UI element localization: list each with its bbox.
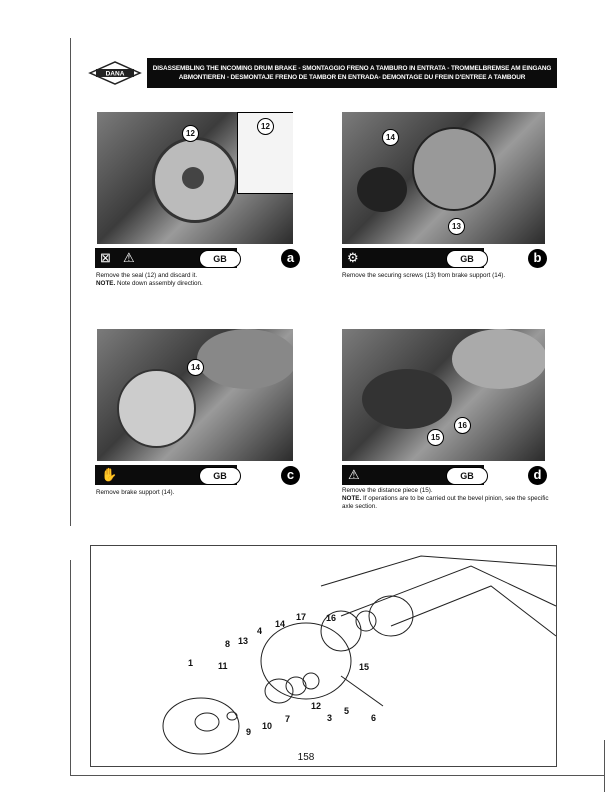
part-label: 4 — [257, 626, 263, 636]
part-label: 6 — [371, 713, 377, 723]
caption-step-d: Remove the distance piece (15). NOTE. If… — [342, 487, 557, 511]
callout-16: 16 — [454, 417, 471, 434]
title-line-2: ABMONTIEREN - DESMONTAJE FRENO DE TAMBOR… — [178, 74, 526, 81]
margin-line-left — [70, 38, 71, 526]
warning-icon: ⚠ — [348, 467, 360, 482]
callout-12: 12 — [182, 125, 199, 142]
note-text: If operations are to be carried out the … — [342, 495, 549, 510]
dana-logo: DANA — [88, 61, 142, 85]
callout-12-inset: 12 — [257, 118, 274, 135]
caption-step-c: Remove brake support (14). — [96, 489, 296, 497]
footer-rule — [70, 775, 605, 776]
note-text: Note down assembly direction. — [117, 280, 203, 287]
part-label: 14 — [275, 619, 286, 629]
warning-icon: ⚠ — [123, 250, 135, 265]
language-badge: GB — [199, 467, 241, 485]
photo-step-a: 12 12 — [97, 112, 293, 244]
part-label: 17 — [296, 612, 307, 622]
language-badge: GB — [199, 250, 241, 268]
hand-tool-icon: ✋ — [101, 467, 118, 482]
photo-step-b: 14 13 — [342, 112, 545, 244]
photo-step-d: 15 16 — [342, 329, 545, 461]
callout-14: 14 — [187, 359, 204, 376]
step-text: Remove the distance piece (15). — [342, 487, 433, 494]
step-letter-c: c — [281, 466, 300, 485]
page-header-title: DISASSEMBLING THE INCOMING DRUM BRAKE - … — [147, 58, 557, 88]
svg-text:DANA: DANA — [106, 71, 125, 78]
margin-line-left-bottom — [70, 560, 71, 775]
part-label: 1 — [188, 658, 194, 668]
part-label: 16 — [326, 613, 337, 623]
step-letter-a: a — [281, 249, 300, 268]
step-text: Remove the seal (12) and discard it. — [96, 272, 198, 279]
caption-bar-b: ⚙ GB — [342, 248, 488, 268]
part-label: 5 — [344, 706, 350, 716]
title-line-1: DISASSEMBLING THE INCOMING DRUM BRAKE - … — [152, 65, 552, 72]
language-badge: GB — [446, 467, 488, 485]
part-label: 9 — [246, 727, 252, 737]
note-label: NOTE. — [96, 280, 116, 287]
no-reuse-icon: ⊠ — [100, 250, 111, 265]
caption-step-b: Remove the securing screws (13) from bra… — [342, 272, 557, 280]
part-label: 13 — [238, 636, 249, 646]
page-number: 158 — [297, 752, 315, 763]
step-letter-d: d — [528, 466, 547, 485]
part-label: 11 — [218, 661, 228, 671]
part-label: 10 — [262, 721, 273, 731]
part-label: 12 — [311, 701, 322, 711]
step-text: Remove brake support (14). — [96, 489, 175, 496]
callout-13: 13 — [448, 218, 465, 235]
margin-line-right — [604, 740, 605, 792]
caption-bar-a: ⊠ ⚠ GB — [95, 248, 241, 268]
step-letter-b: b — [528, 249, 547, 268]
caption-bar-c: ✋ GB — [95, 465, 241, 485]
wrench-icon: ⚙ — [347, 250, 359, 265]
part-label: 15 — [359, 662, 370, 672]
language-badge: GB — [446, 250, 488, 268]
note-label: NOTE. — [342, 495, 362, 502]
part-label: 7 — [285, 714, 291, 724]
part-label: 3 — [327, 713, 333, 723]
caption-bar-d: ⚠ GB — [342, 465, 488, 485]
callout-15: 15 — [427, 429, 444, 446]
drum-brake-drawing — [162, 555, 557, 755]
caption-step-a: Remove the seal (12) and discard it. NOT… — [96, 272, 296, 288]
callout-14: 14 — [382, 129, 399, 146]
part-label: 8 — [225, 639, 231, 649]
step-text: Remove the securing screws (13) from bra… — [342, 272, 506, 279]
photo-step-c: 14 — [97, 329, 293, 461]
exploded-diagram: 1 3 4 5 6 7 8 9 10 11 12 13 14 15 16 17 — [90, 545, 557, 767]
